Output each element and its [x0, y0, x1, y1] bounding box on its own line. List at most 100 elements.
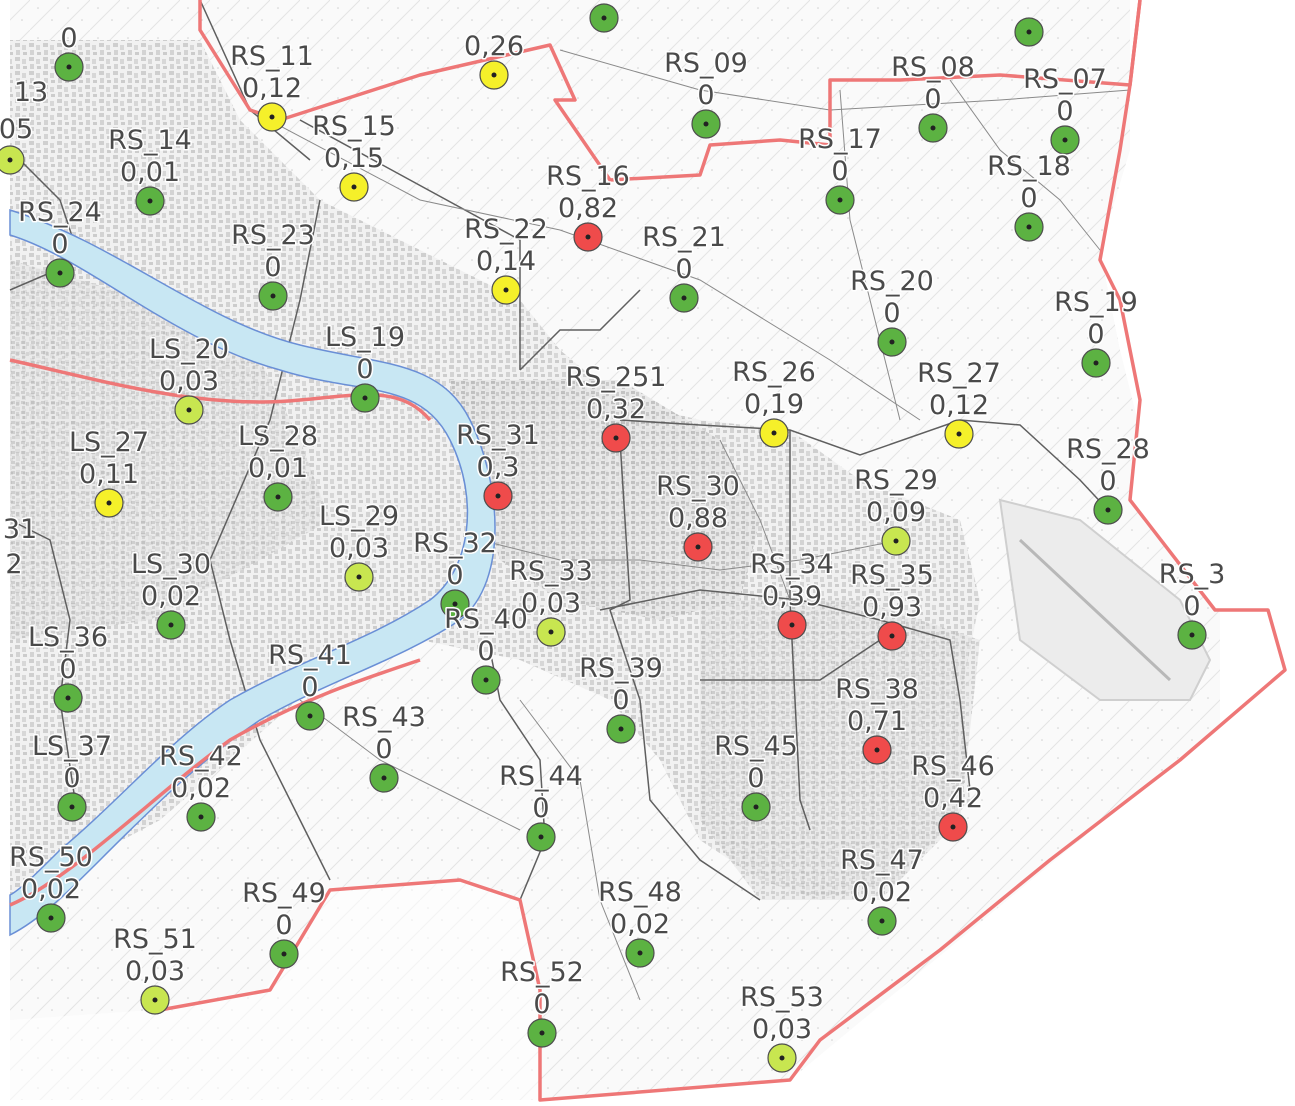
station-rs-46[interactable]: RS_460,42	[910, 750, 996, 842]
station-id-label: RS_49	[242, 878, 326, 909]
station-ls-29[interactable]: LS_290,03	[317, 500, 401, 592]
station-rs-33[interactable]: RS_330,03	[508, 555, 594, 647]
station-marker-center	[548, 629, 554, 635]
station-id-label: RS_45	[714, 731, 798, 762]
station-marker-center	[879, 918, 885, 924]
station-marker-center	[613, 435, 619, 441]
station-rs-49[interactable]: RS_490	[241, 877, 327, 969]
station-value-label: 0,02	[852, 877, 912, 908]
station-rs-52[interactable]: RS_520	[499, 956, 585, 1048]
station-unlabeled-53[interactable]	[589, 3, 619, 33]
station-rs-26[interactable]: RS_260,19	[731, 356, 817, 448]
station-id-label: RS_50	[9, 842, 93, 873]
station-rs-34[interactable]: RS_340,39	[749, 548, 835, 640]
station-rs-48[interactable]: RS_480,02	[597, 876, 683, 968]
station-value-label: 0	[446, 560, 463, 591]
station-marker-center	[356, 574, 362, 580]
station-value-label: 0,14	[476, 246, 536, 277]
station-value-label: 0,11	[79, 459, 139, 490]
station-value-label: 0	[532, 793, 549, 824]
station-marker-center	[452, 601, 458, 607]
station-marker-center	[539, 1030, 545, 1036]
station-unlabeled-55[interactable]	[0, 145, 25, 175]
station-marker-center	[930, 125, 936, 131]
station-rs-29[interactable]: RS_290,09	[853, 464, 939, 556]
station-rs-32[interactable]: RS_320	[412, 527, 498, 619]
station-unlabeled-54[interactable]	[1014, 17, 1044, 47]
station-value-label: 0	[51, 229, 68, 260]
station-ls-28[interactable]: LS_280,01	[236, 420, 320, 512]
station-rs-39[interactable]: RS_390	[578, 652, 664, 744]
station-rs-31[interactable]: RS_310,3	[455, 419, 541, 511]
station-ls-37[interactable]: LS_370	[30, 730, 114, 822]
station-rs-47[interactable]: RS_470,02	[839, 844, 925, 936]
station-rs-24[interactable]: RS_240	[17, 196, 103, 288]
station-marker-center	[7, 157, 13, 163]
station-unlabeled-0[interactable]: 0	[54, 22, 84, 82]
station-id-label: RS_38	[835, 674, 919, 705]
station-rs-50[interactable]: RS_500,02	[8, 841, 94, 933]
station-rs-41[interactable]: RS_410	[267, 639, 353, 731]
station-id-label: RS_08	[891, 52, 975, 83]
station-ls-20[interactable]: LS_200,03	[147, 333, 231, 425]
station-marker-center	[269, 114, 275, 120]
station-ls-36[interactable]: LS_360	[26, 621, 110, 713]
station-rs-19[interactable]: RS_190	[1053, 286, 1139, 378]
station-id-label: RS_34	[750, 549, 834, 580]
station-rs-27[interactable]: RS_270,12	[916, 357, 1002, 449]
station-marker-center	[637, 950, 643, 956]
station-marker-center	[950, 824, 956, 830]
station-rs-17[interactable]: RS_170	[797, 123, 883, 215]
station-marker-center	[65, 695, 71, 701]
station-rs-23[interactable]: RS_230	[230, 219, 316, 311]
station-id-label: LS_28	[238, 421, 318, 452]
station-ls-19[interactable]: LS_190	[323, 321, 407, 413]
station-rs-38[interactable]: RS_380,71	[834, 673, 920, 765]
edge-station-label: 31	[3, 514, 37, 545]
station-rs-11[interactable]: RS_110,12	[229, 40, 315, 132]
district-boundaries	[9, 0, 1109, 901]
station-marker-center	[779, 1055, 785, 1061]
station-rs-16[interactable]: RS_160,82	[545, 160, 631, 252]
station-rs-20[interactable]: RS_200	[849, 265, 935, 357]
station-marker-center	[351, 184, 357, 190]
station-marker-center	[601, 15, 607, 21]
station-rs-07[interactable]: RS_070	[1022, 63, 1108, 155]
station-rs-42[interactable]: RS_420,02	[158, 740, 244, 832]
station-rs-35[interactable]: RS_350,93	[849, 559, 935, 651]
station-value-label: 0,82	[558, 193, 618, 224]
station-marker-center	[147, 198, 153, 204]
station-rs-44[interactable]: RS_440	[498, 760, 584, 852]
station-unlabeled-2[interactable]: 0,26	[462, 30, 526, 90]
station-rs-18[interactable]: RS_180	[986, 150, 1072, 242]
city-center	[450, 380, 760, 620]
station-ls-30[interactable]: LS_300,02	[129, 548, 213, 640]
station-ls-27[interactable]: LS_270,11	[67, 426, 151, 518]
edge-station-label: 13	[14, 77, 48, 108]
station-rs-09[interactable]: RS_090	[663, 47, 749, 139]
station-rs-08[interactable]: RS_080	[890, 51, 976, 143]
station-marker-center	[48, 915, 54, 921]
station-rs-53[interactable]: RS_530,03	[739, 981, 825, 1073]
station-rs-15[interactable]: RS_150,15	[311, 110, 397, 202]
station-rs-22[interactable]: RS_220,14	[463, 213, 549, 305]
station-rs-30[interactable]: RS_300,88	[655, 470, 741, 562]
station-rs-51[interactable]: RS_510,03	[112, 923, 198, 1015]
station-rs-21[interactable]: RS_210	[641, 221, 727, 313]
station-id-label: RS_11	[230, 41, 314, 72]
station-rs-14[interactable]: RS_140,01	[107, 124, 193, 216]
station-rs-3[interactable]: RS_30	[1157, 558, 1227, 650]
station-id-label: LS_27	[69, 427, 149, 458]
station-id-label: RS_19	[1054, 287, 1138, 318]
station-rs-43[interactable]: RS_430	[341, 701, 427, 793]
outside-area-south	[0, 880, 540, 1106]
station-rs-45[interactable]: RS_450	[713, 730, 799, 822]
station-value-label: 0	[1056, 96, 1073, 127]
station-rs-28[interactable]: RS_280	[1065, 433, 1151, 525]
station-id-label: RS_41	[268, 640, 352, 671]
station-rs-40[interactable]: RS_400	[443, 603, 529, 695]
